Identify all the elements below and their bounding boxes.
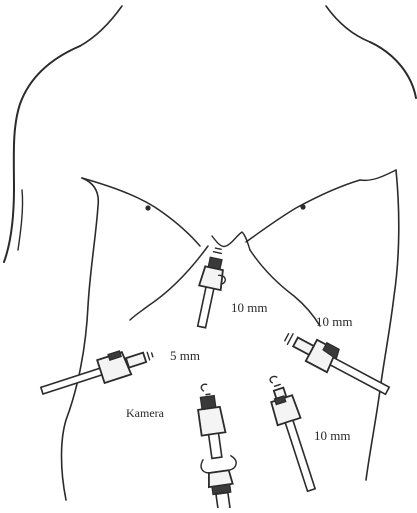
label-camera: Kamera — [126, 406, 165, 420]
trocar-left-lateral-port — [126, 353, 146, 368]
neck-line-left — [80, 6, 122, 46]
nipple-right — [300, 204, 305, 209]
trocar-left-lateral-shaft — [41, 368, 104, 394]
trocar-right-upper — [281, 325, 394, 401]
pectoral-line-left — [82, 178, 200, 246]
trocar-right-upper-port — [293, 338, 314, 355]
pectoral-line-right — [246, 180, 360, 242]
trocar-epigastric-housing — [199, 266, 225, 290]
trocar-left-lateral — [38, 342, 156, 403]
trocar-camera — [190, 381, 243, 508]
flank-left — [62, 178, 99, 500]
costal-arch-left — [130, 246, 208, 320]
chest-contours — [82, 178, 360, 246]
arm-inner-left — [18, 190, 23, 250]
trocar-right-lower-valve — [269, 375, 280, 387]
trocar-camera-housing — [198, 407, 225, 436]
trocar-right-upper-valve — [284, 332, 293, 344]
arm-outline-right — [370, 42, 416, 98]
label-left-lateral-5mm: 5 mm — [170, 348, 200, 363]
armpit-right — [360, 170, 396, 180]
flank-right — [366, 170, 399, 480]
label-right-upper-10mm: 10 mm — [316, 314, 352, 329]
trocar-epigastric-cap — [208, 257, 222, 269]
trocar-camera-shaft — [209, 433, 222, 458]
label-right-lower-10mm: 10 mm — [314, 428, 350, 443]
trocar-left-lateral-valve — [147, 351, 153, 360]
trocar-right-lower-shaft — [285, 420, 315, 491]
xiphoid-notch — [212, 232, 250, 250]
trocar-right-upper-shaft — [327, 356, 389, 394]
trocar-epigastric — [191, 246, 232, 329]
trocar-camera-valve — [201, 384, 210, 395]
arm-outline-left — [4, 46, 80, 262]
camera-cable — [216, 493, 230, 508]
trocar-epigastric-shaft — [198, 283, 215, 328]
trocar-epigastric-valve — [213, 248, 222, 254]
neck-line-right — [326, 6, 370, 42]
nipple-left — [145, 205, 150, 210]
label-epigastric-10mm: 10 mm — [231, 300, 267, 315]
